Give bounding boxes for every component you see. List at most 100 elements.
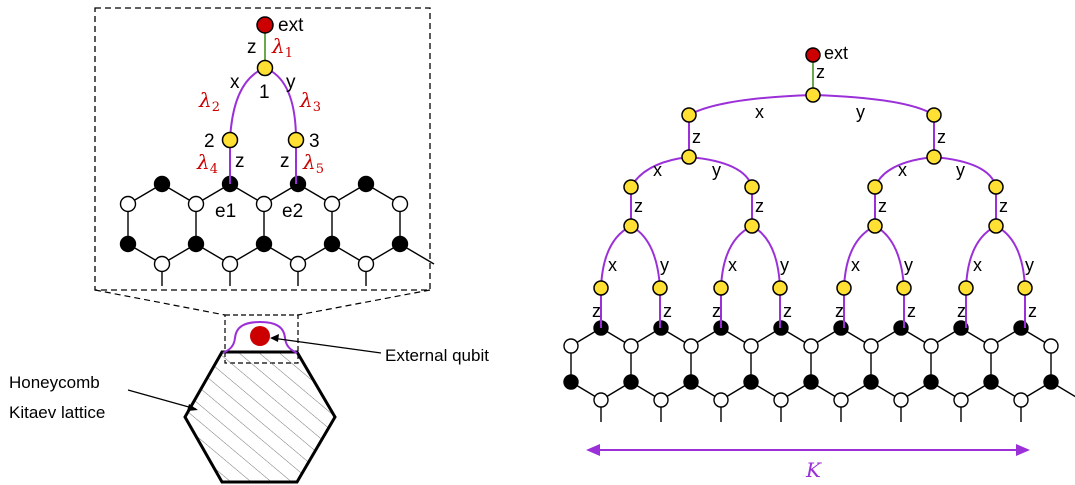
lattice-site-black	[563, 374, 579, 390]
right-y-label: y	[712, 160, 721, 180]
lattice-site-black	[255, 235, 273, 253]
right-node	[896, 280, 912, 296]
lambda-1: λ1	[271, 34, 293, 61]
right-node	[958, 280, 974, 296]
lattice-site-white	[743, 338, 759, 354]
lattice-site-black	[923, 374, 939, 390]
zoom-z-label-left: z	[235, 151, 245, 172]
right-z-label: z	[592, 301, 601, 321]
right-ext-label: ext	[824, 43, 848, 63]
right-y-label-l1: y	[856, 102, 865, 122]
right-x-label: x	[851, 255, 860, 275]
small-zoom-box	[224, 314, 299, 364]
lattice-site-white	[593, 392, 609, 408]
right-z-label: z	[692, 127, 701, 147]
lattice-site-white	[713, 392, 729, 408]
right-z-label: z	[835, 301, 844, 321]
right-y-label: y	[660, 255, 669, 275]
lattice-site-black	[683, 374, 699, 390]
lattice-site-white	[623, 338, 639, 354]
lattice-site-black	[153, 175, 171, 193]
zoom-x-label: x	[230, 72, 240, 93]
zoom-z-label-right: z	[280, 151, 290, 172]
lattice-pointer	[127, 389, 197, 410]
right-node	[681, 107, 697, 123]
external-qubit-pointer	[271, 337, 382, 354]
right-node	[744, 218, 760, 234]
right-node	[652, 280, 668, 296]
right-x-label: x	[653, 160, 662, 180]
lattice-site-white	[187, 195, 205, 213]
zoom-node-1-label: 1	[259, 82, 270, 103]
right-y-label: y	[904, 255, 913, 275]
lattice-pointer-head	[187, 404, 198, 411]
zoom-projection-right	[297, 289, 431, 316]
zoom-honeycomb-lattice	[119, 175, 435, 286]
lattice-site-white	[773, 392, 789, 408]
external-qubit-small	[250, 326, 270, 346]
lattice-site-white	[391, 195, 409, 213]
right-z-label: z	[878, 196, 887, 216]
lattice-site-white	[653, 392, 669, 408]
lattice-site-white	[323, 195, 341, 213]
right-panel: ext z x y z z x y x y z z z z x y x y x …	[563, 43, 1075, 482]
lambda-3: λ3	[299, 88, 321, 115]
lattice-site-white	[563, 338, 579, 354]
lattice-site-white	[833, 392, 849, 408]
right-y-bond-l3-3	[874, 225, 905, 289]
honeycomb-lattice-hexagon	[183, 350, 337, 484]
external-qubit-pointer-head	[270, 334, 279, 342]
zoom-node-1	[256, 59, 274, 77]
zoom-z-label-top: z	[247, 37, 257, 58]
right-ext-qubit	[805, 47, 821, 63]
right-z-label: z	[1028, 301, 1037, 321]
zoom-node-3-label: 3	[309, 131, 320, 152]
lattice-site-black	[187, 235, 205, 253]
honeycomb-label: Honeycomb	[9, 373, 100, 392]
right-node	[988, 179, 1004, 195]
lattice-site-white	[119, 195, 137, 213]
lattice-site-black	[357, 175, 375, 193]
lattice-site-black	[623, 374, 639, 390]
lattice-site-black	[863, 374, 879, 390]
right-node	[744, 179, 760, 195]
lambda-2: λ2	[198, 88, 220, 115]
width-label: K	[805, 458, 822, 482]
lattice-site-black	[803, 374, 819, 390]
lattice-site-black	[743, 374, 759, 390]
right-x-bond-l1	[688, 94, 814, 116]
lattice-site-black	[391, 235, 409, 253]
lattice-site-white	[255, 195, 273, 213]
right-node	[1017, 280, 1033, 296]
right-y-bond-l2b	[933, 156, 997, 188]
zoom-y-label: y	[286, 72, 296, 93]
right-z-label: z	[907, 301, 916, 321]
right-z-label: z	[999, 196, 1008, 216]
lattice-site-black	[289, 175, 307, 193]
right-node	[681, 149, 697, 165]
zoom-e1-label: e1	[215, 201, 236, 222]
right-x-label-l1: x	[755, 102, 764, 122]
right-y-bond-l3-4	[995, 225, 1026, 289]
right-y-bond-l3-1	[630, 225, 661, 289]
lattice-site-white	[953, 392, 969, 408]
right-z-label: z	[634, 196, 643, 216]
right-node	[867, 179, 883, 195]
lattice-site-black	[119, 235, 137, 253]
left-panel: ext z x y 1 2 3 z z e1 e2 λ1 λ2 λ3 λ4 λ5…	[9, 7, 489, 484]
zoom-e2-label: e2	[282, 201, 303, 222]
right-z-label: z	[783, 301, 792, 321]
lattice-site-white	[1013, 392, 1029, 408]
right-node	[836, 280, 852, 296]
lattice-site-white	[357, 255, 375, 273]
right-y-label: y	[956, 160, 965, 180]
width-arrow-head-left	[586, 444, 600, 456]
lattice-site-white	[289, 255, 307, 273]
lattice-site-black	[953, 320, 969, 336]
right-y-bond-l3-2	[751, 225, 781, 289]
right-node	[593, 280, 609, 296]
right-tree: ext z x y z z x y x y z z z z x y x y x …	[592, 43, 1037, 328]
zoom-node-2	[221, 131, 239, 149]
right-x-label: x	[898, 160, 907, 180]
